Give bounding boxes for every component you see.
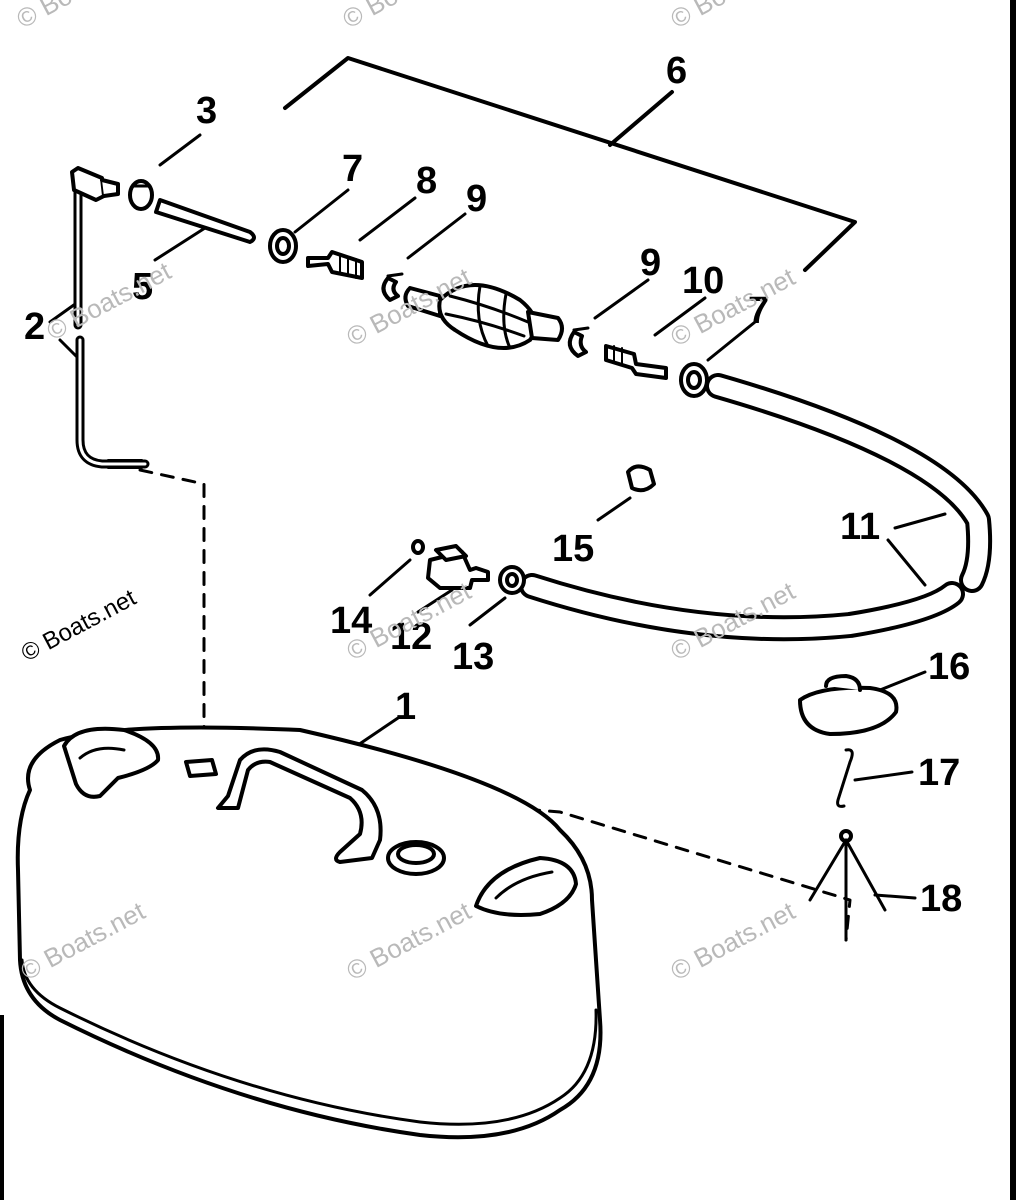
bracket-18 (808, 829, 887, 942)
callout-7-left: 7 (342, 148, 364, 190)
callout-16: 16 (928, 646, 971, 688)
callout-10: 10 (682, 260, 725, 302)
callout-6: 6 (666, 50, 688, 92)
filler-cap-16 (798, 674, 899, 736)
callout-13: 13 (452, 636, 495, 678)
callout-11: 11 (840, 506, 881, 548)
callout-12: 12 (390, 616, 433, 658)
page-edge-right (1010, 0, 1016, 1200)
bracket-6-line (283, 56, 857, 272)
hose-11 (519, 373, 993, 642)
connector-8 (306, 250, 364, 280)
hook-17 (836, 748, 854, 808)
connector-10 (604, 344, 668, 380)
plug-15 (626, 464, 656, 493)
callout-1: 1 (395, 686, 417, 728)
clamp-7b (679, 362, 709, 398)
fitting-12 (411, 539, 490, 590)
callout-5: 5 (132, 266, 154, 308)
clamp-7 (268, 228, 298, 264)
leader-lines (48, 133, 947, 900)
callout-14: 14 (330, 600, 373, 642)
callout-18: 18 (920, 878, 963, 920)
clamp-13 (498, 565, 526, 595)
clamp-3 (128, 179, 154, 211)
callout-8: 8 (416, 160, 438, 202)
pickup-tube-2 (70, 166, 150, 469)
clamp-9 (381, 272, 404, 302)
callout-3: 3 (196, 90, 218, 132)
callout-2: 2 (24, 306, 46, 348)
callout-15: 15 (552, 528, 595, 570)
clamp-9b (567, 326, 590, 358)
callout-17: 17 (918, 752, 961, 794)
callout-9-right: 9 (640, 242, 662, 284)
callout-9-left: 9 (466, 178, 488, 220)
hose-5 (154, 198, 256, 244)
fuel-tank-1 (15, 725, 603, 1140)
primer-bulb (403, 283, 564, 350)
page-edge-left (0, 1015, 4, 1200)
callout-7-right: 7 (748, 290, 770, 332)
